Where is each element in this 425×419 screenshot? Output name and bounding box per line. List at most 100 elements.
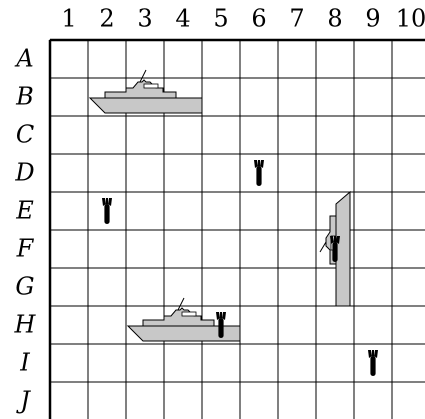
- grid-cell-G7[interactable]: [278, 268, 316, 306]
- grid-cell-J1[interactable]: [50, 382, 88, 419]
- grid-cell-D7[interactable]: [278, 154, 316, 192]
- grid-cell-E1[interactable]: [50, 192, 88, 230]
- grid-cell-B8[interactable]: [316, 78, 354, 116]
- grid-cell-H10[interactable]: [392, 306, 425, 344]
- grid-cell-C3[interactable]: [126, 116, 164, 154]
- ship-1-hull: [90, 98, 202, 113]
- grid-cell-B10[interactable]: [392, 78, 425, 116]
- grid-cell-A9[interactable]: [354, 40, 392, 78]
- grid-cell-H7[interactable]: [278, 306, 316, 344]
- grid-cell-C6[interactable]: [240, 116, 278, 154]
- bomb-body: [218, 318, 223, 338]
- column-label-4: 4: [175, 5, 190, 33]
- column-label-10: 10: [396, 5, 425, 33]
- grid-cell-C10[interactable]: [392, 116, 425, 154]
- grid-cell-F9[interactable]: [354, 230, 392, 268]
- grid-cell-F1[interactable]: [50, 230, 88, 268]
- grid-cell-B5[interactable]: [202, 78, 240, 116]
- grid-cell-H9[interactable]: [354, 306, 392, 344]
- grid-cell-E5[interactable]: [202, 192, 240, 230]
- grid-cell-D1[interactable]: [50, 154, 88, 192]
- bomb-fin-center: [334, 236, 336, 242]
- grid-cell-B7[interactable]: [278, 78, 316, 116]
- grid-cell-C1[interactable]: [50, 116, 88, 154]
- grid-cell-I6[interactable]: [240, 344, 278, 382]
- grid-cell-A5[interactable]: [202, 40, 240, 78]
- grid-cell-B9[interactable]: [354, 78, 392, 116]
- grid-cell-G2[interactable]: [88, 268, 126, 306]
- grid-cell-C2[interactable]: [88, 116, 126, 154]
- grid-cell-A6[interactable]: [240, 40, 278, 78]
- ship-3-window: [182, 312, 196, 316]
- grid-cell-E4[interactable]: [164, 192, 202, 230]
- grid-cell-D9[interactable]: [354, 154, 392, 192]
- grid-cell-D5[interactable]: [202, 154, 240, 192]
- grid-cell-F7[interactable]: [278, 230, 316, 268]
- grid-cell-J3[interactable]: [126, 382, 164, 419]
- grid-cell-E9[interactable]: [354, 192, 392, 230]
- grid-cell-A8[interactable]: [316, 40, 354, 78]
- grid-cell-H8[interactable]: [316, 306, 354, 344]
- grid-cell-H2[interactable]: [88, 306, 126, 344]
- grid-cell-A2[interactable]: [88, 40, 126, 78]
- grid-cell-C4[interactable]: [164, 116, 202, 154]
- grid-cell-I7[interactable]: [278, 344, 316, 382]
- grid-cell-D2[interactable]: [88, 154, 126, 192]
- grid-cell-C7[interactable]: [278, 116, 316, 154]
- grid-cell-I2[interactable]: [88, 344, 126, 382]
- row-label-F: F: [16, 235, 35, 263]
- grid-cell-I1[interactable]: [50, 344, 88, 382]
- grid-cell-E6[interactable]: [240, 192, 278, 230]
- grid-cell-J6[interactable]: [240, 382, 278, 419]
- grid-cell-J7[interactable]: [278, 382, 316, 419]
- grid-cell-A4[interactable]: [164, 40, 202, 78]
- grid-cell-F6[interactable]: [240, 230, 278, 268]
- grid-cell-F4[interactable]: [164, 230, 202, 268]
- grid-cell-D3[interactable]: [126, 154, 164, 192]
- grid-cell-I4[interactable]: [164, 344, 202, 382]
- grid-cell-J8[interactable]: [316, 382, 354, 419]
- column-label-7: 7: [289, 5, 304, 33]
- bomb-fin-center: [372, 350, 374, 356]
- grid-cell-F3[interactable]: [126, 230, 164, 268]
- grid-cell-E10[interactable]: [392, 192, 425, 230]
- grid-cell-I5[interactable]: [202, 344, 240, 382]
- grid-cell-D8[interactable]: [316, 154, 354, 192]
- grid-cell-I8[interactable]: [316, 344, 354, 382]
- grid-cell-G6[interactable]: [240, 268, 278, 306]
- grid-cell-C9[interactable]: [354, 116, 392, 154]
- grid-cell-J2[interactable]: [88, 382, 126, 419]
- grid-cell-G5[interactable]: [202, 268, 240, 306]
- grid-cell-H1[interactable]: [50, 306, 88, 344]
- grid-cell-J5[interactable]: [202, 382, 240, 419]
- grid-cell-G1[interactable]: [50, 268, 88, 306]
- row-label-C: C: [16, 121, 34, 149]
- grid-cell-J4[interactable]: [164, 382, 202, 419]
- grid-cell-E7[interactable]: [278, 192, 316, 230]
- grid-cell-J10[interactable]: [392, 382, 425, 419]
- grid-cell-C8[interactable]: [316, 116, 354, 154]
- grid-cell-J9[interactable]: [354, 382, 392, 419]
- grid-cell-I3[interactable]: [126, 344, 164, 382]
- grid-cell-F10[interactable]: [392, 230, 425, 268]
- grid-cell-C5[interactable]: [202, 116, 240, 154]
- ship-1-window: [144, 84, 158, 88]
- grid-cell-H6[interactable]: [240, 306, 278, 344]
- grid-cell-D10[interactable]: [392, 154, 425, 192]
- grid-cell-A7[interactable]: [278, 40, 316, 78]
- grid-cell-A10[interactable]: [392, 40, 425, 78]
- grid-cell-F2[interactable]: [88, 230, 126, 268]
- grid-cell-B6[interactable]: [240, 78, 278, 116]
- column-label-5: 5: [213, 5, 228, 33]
- row-label-I: I: [19, 349, 30, 377]
- grid-cell-E3[interactable]: [126, 192, 164, 230]
- grid-cell-F5[interactable]: [202, 230, 240, 268]
- grid-cell-G3[interactable]: [126, 268, 164, 306]
- grid-cell-A1[interactable]: [50, 40, 88, 78]
- row-label-A: A: [14, 45, 33, 73]
- grid-cell-G10[interactable]: [392, 268, 425, 306]
- grid-cell-G9[interactable]: [354, 268, 392, 306]
- grid-cell-D4[interactable]: [164, 154, 202, 192]
- grid-cell-I10[interactable]: [392, 344, 425, 382]
- grid-cell-B1[interactable]: [50, 78, 88, 116]
